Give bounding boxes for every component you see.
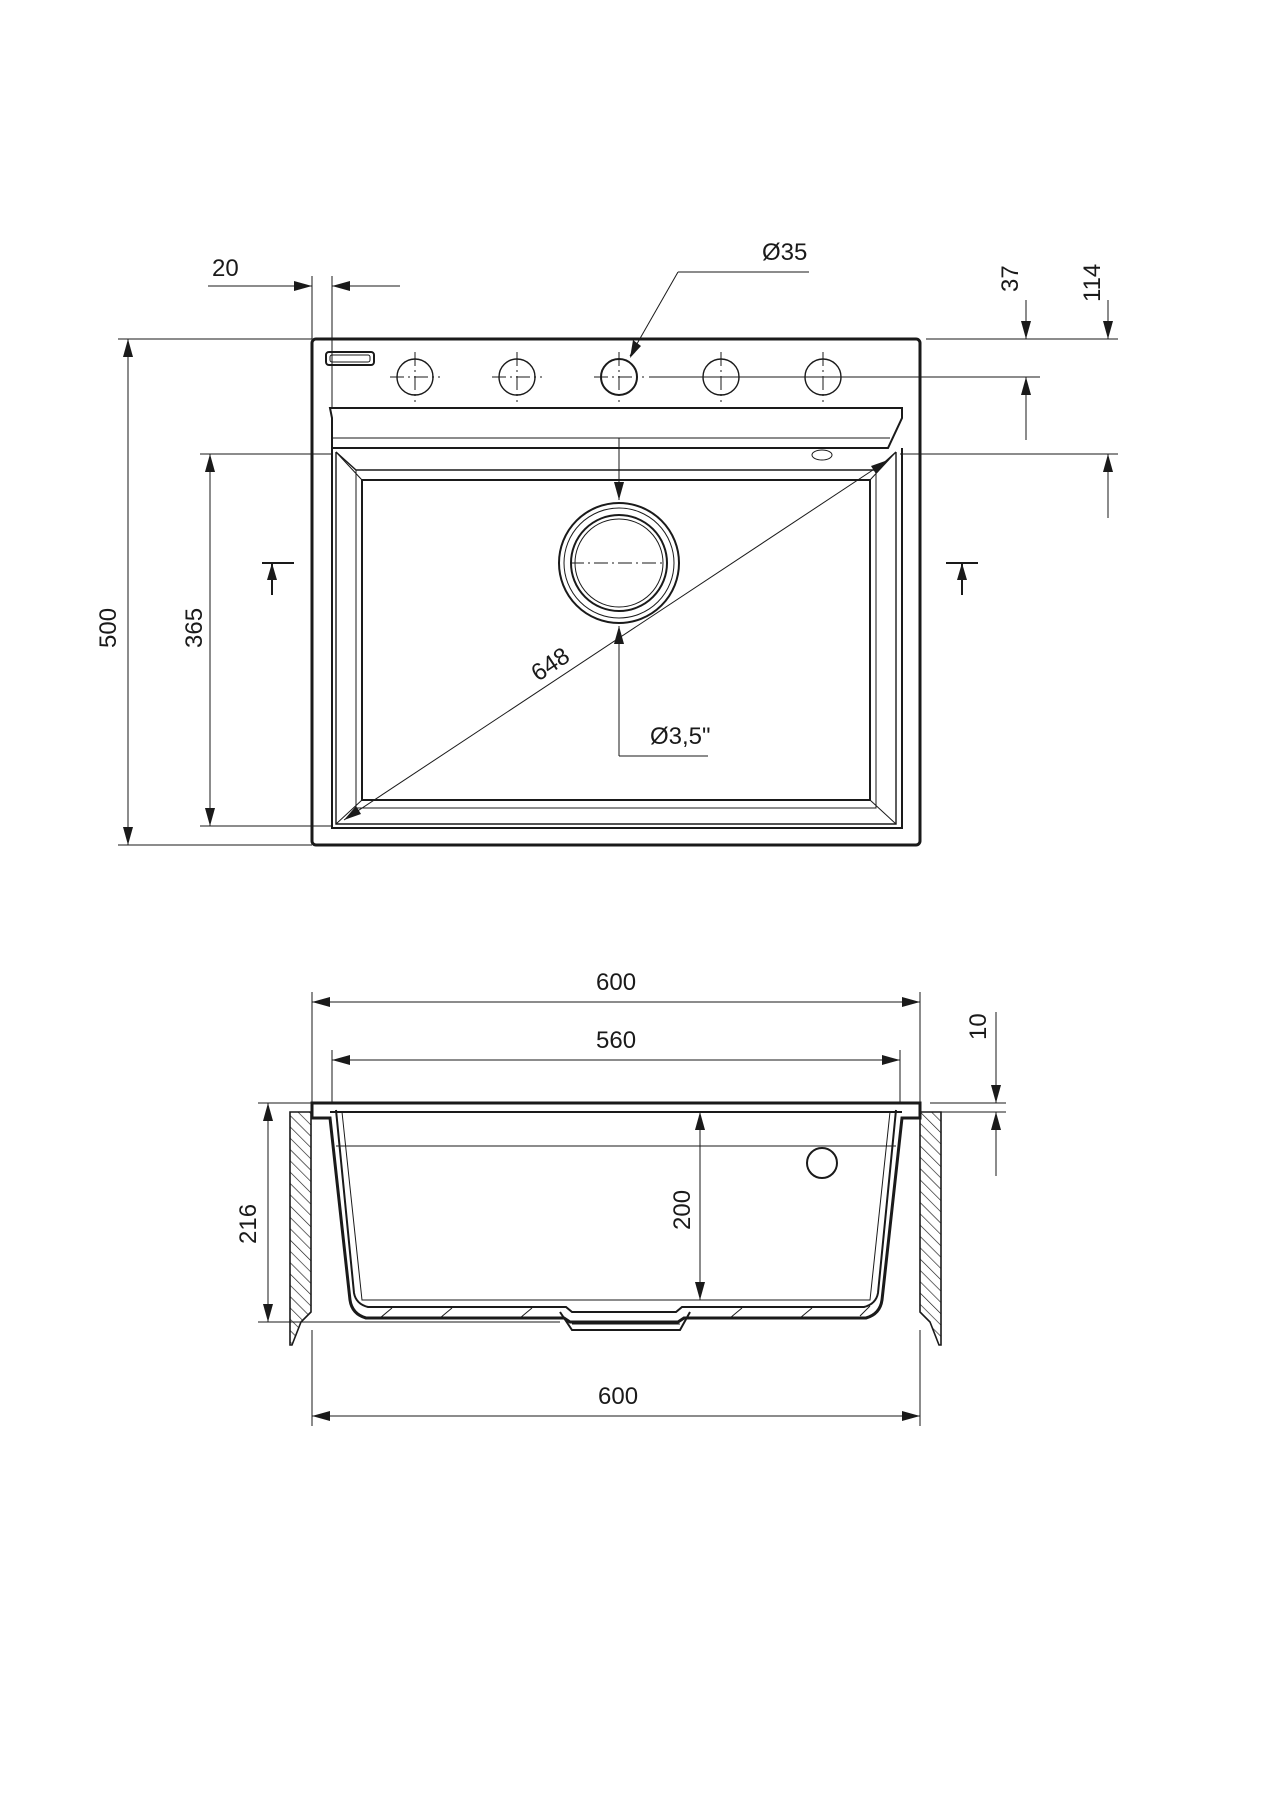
dim-outer-width: 600 (311, 969, 921, 1103)
dim-bowl-depth-label: 365 (181, 608, 208, 648)
dim-inner-width-label: 560 (596, 1027, 636, 1054)
dim-tap-hole-label: Ø35 (762, 239, 807, 266)
countertop-right (919, 1111, 942, 1346)
overflow-hole (806, 1147, 838, 1179)
dim-width-total: 500 (95, 338, 312, 846)
dim-outer-width-label: 600 (596, 969, 636, 996)
side-view: 600 560 10 216 (235, 969, 1006, 1426)
countertop-left (289, 1111, 312, 1346)
dim-total-height: 216 (235, 1102, 560, 1323)
section-marker-right (946, 562, 978, 595)
dim-offset: 20 (208, 255, 400, 408)
dim-rim: 114 (900, 264, 1118, 518)
section-marker-left (262, 562, 294, 595)
dim-bowl-height-label: 200 (669, 1190, 696, 1230)
sink-body-inner (335, 1109, 897, 1313)
dim-lip: 10 (930, 1012, 1006, 1176)
dim-rim-label: 114 (1079, 264, 1106, 302)
sink-body-outer (310, 1101, 922, 1324)
dim-offset-label: 20 (212, 255, 239, 282)
dim-bowl-height: 200 (669, 1112, 705, 1300)
side-drain (559, 1311, 691, 1331)
accessory-slot (325, 351, 375, 366)
dim-tap-row-label: 37 (997, 265, 1024, 292)
dim-drain: Ø3,5" (614, 438, 711, 757)
sink-outline (310, 337, 922, 847)
drain (558, 502, 680, 624)
top-view: 20 Ø35 37 114 (95, 239, 1118, 847)
back-ledge (328, 407, 903, 449)
dim-lip-label: 10 (965, 1013, 992, 1040)
dim-cutout-width-label: 600 (598, 1383, 638, 1410)
bowl-outer (331, 448, 903, 829)
dim-total-height-label: 216 (235, 1204, 262, 1244)
dim-tap-hole: Ø35 (629, 239, 1040, 378)
dim-inner-width: 560 (331, 1027, 901, 1103)
dim-bowl-depth: 365 (181, 453, 332, 827)
dim-width-total-label: 500 (95, 608, 122, 648)
dim-drain-label: Ø3,5" (650, 723, 711, 750)
bowl-bottom (361, 479, 871, 801)
dim-diagonal-label: 648 (526, 642, 574, 687)
dim-tap-row: 37 (926, 265, 1118, 440)
dim-cutout-width: 600 (311, 1330, 921, 1426)
